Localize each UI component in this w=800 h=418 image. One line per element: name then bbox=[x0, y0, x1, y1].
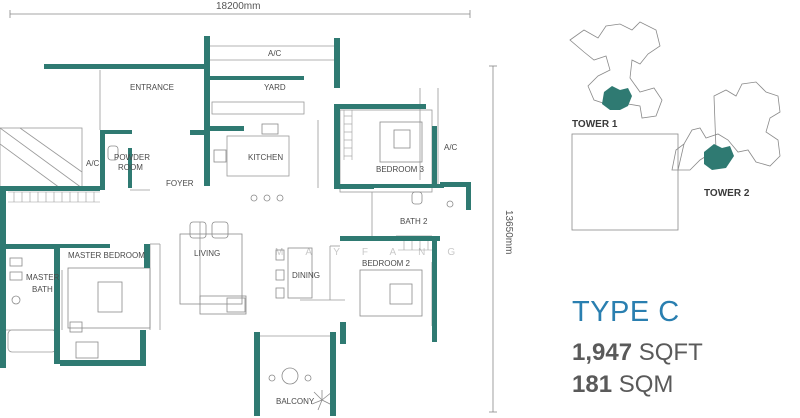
area-sqft-value: 1,947 bbox=[572, 339, 633, 366]
tower1-highlight bbox=[602, 86, 632, 110]
depth-dimension-label: 13650mm bbox=[503, 210, 514, 254]
watermark-text: MAYFANG bbox=[275, 247, 477, 258]
room-label-master-bath-2: BATH bbox=[32, 285, 53, 294]
width-dimension bbox=[9, 10, 471, 18]
walls bbox=[0, 36, 471, 416]
balcony-table bbox=[281, 367, 299, 385]
room-label-foyer: FOYER bbox=[166, 179, 194, 188]
tower1-footprint bbox=[569, 21, 663, 119]
area-sqft: 1,947 SQFT bbox=[572, 339, 703, 367]
tower2-label: TOWER 2 bbox=[704, 188, 750, 199]
sofa bbox=[179, 233, 243, 305]
master-bed bbox=[67, 267, 151, 329]
room-label-powder-2: ROOM bbox=[118, 163, 143, 172]
room-label-living: LIVING bbox=[194, 249, 220, 258]
depth-dimension bbox=[489, 65, 497, 413]
room-label-master-bath-1: MASTER bbox=[26, 273, 60, 282]
tower2-footprint bbox=[671, 81, 781, 171]
room-label-ac-left: A/C bbox=[86, 159, 100, 168]
bedroom2-bed bbox=[359, 269, 423, 317]
wardrobe-hatching bbox=[8, 110, 432, 251]
room-label-bedroom3: BEDROOM 3 bbox=[376, 165, 425, 174]
room-label-bath2: BATH 2 bbox=[400, 217, 428, 226]
podium-outline bbox=[571, 133, 679, 231]
site-key-plan bbox=[569, 21, 781, 231]
room-label-ac-top: A/C bbox=[268, 49, 282, 58]
room-label-powder-1: POWDER bbox=[114, 153, 150, 162]
room-label-kitchen: KITCHEN bbox=[248, 153, 283, 162]
area-sqm-unit: SQM bbox=[618, 371, 674, 398]
width-dimension-label: 18200mm bbox=[216, 1, 260, 12]
room-label-yard: YARD bbox=[264, 83, 286, 92]
tower1-label: TOWER 1 bbox=[572, 119, 618, 130]
room-label-dining: DINING bbox=[292, 271, 320, 280]
room-label-bedroom2: BEDROOM 2 bbox=[362, 259, 411, 268]
room-label-balcony: BALCONY bbox=[276, 397, 315, 406]
interior-lines bbox=[0, 45, 439, 353]
room-label-entrance: ENTRANCE bbox=[130, 83, 174, 92]
tower2-highlight bbox=[704, 144, 734, 170]
dining-table bbox=[287, 247, 313, 299]
room-label-ac-right: A/C bbox=[444, 143, 458, 152]
bedroom3-bed bbox=[379, 121, 423, 163]
area-sqm: 181 SQM bbox=[572, 371, 673, 399]
unit-type-title: TYPE C bbox=[572, 296, 680, 328]
room-label-master-bedroom: MASTER BEDROOM bbox=[68, 251, 145, 260]
area-sqm-value: 181 bbox=[572, 371, 613, 398]
area-sqft-unit: SQFT bbox=[638, 339, 703, 366]
furniture bbox=[9, 121, 454, 411]
